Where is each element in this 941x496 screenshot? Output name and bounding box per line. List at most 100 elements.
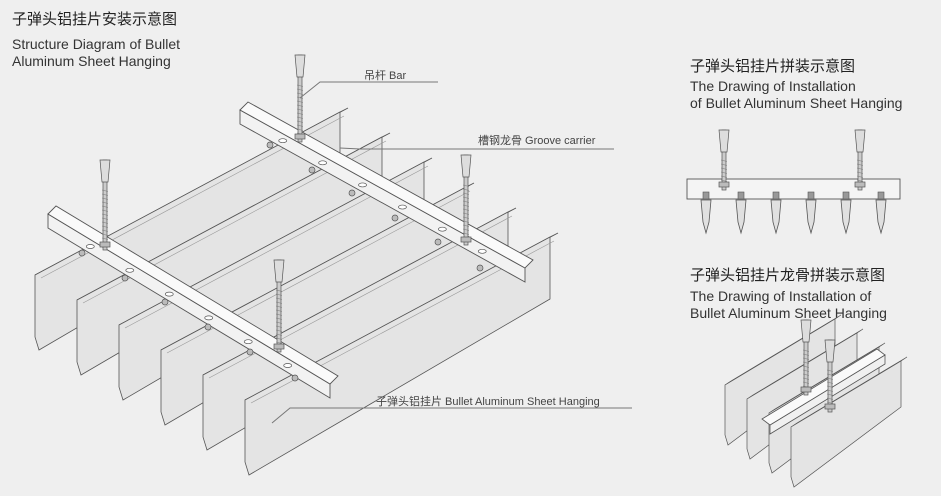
aluminum-sheet [790,356,908,488]
rod-thread [826,381,834,384]
clip-bolt [291,374,299,382]
rod-thread [856,179,864,182]
rod-thread [101,213,109,216]
rod-thread [720,171,728,174]
carrier-hole [164,291,174,297]
rod-thread [826,401,834,404]
rod-thread [296,108,304,111]
carrier-hole [358,182,367,188]
top-right-title-en-2: of Bullet Aluminum Sheet Hanging [690,95,903,111]
rod-nut [854,181,866,188]
main-structure-diagram [34,54,559,476]
rod-thread [275,329,283,332]
carrier-hole [204,315,214,321]
rod-thread [462,212,470,215]
rod-thread [296,88,304,91]
clip-bolt [266,141,274,149]
label-sheet: 子弹头铝挂片 Bullet Aluminum Sheet Hanging [376,396,600,408]
rod-nut [824,403,836,410]
rod-thread [296,128,304,131]
rod-thread [826,369,834,372]
rod-head [294,54,306,78]
carrier-hole [398,204,407,210]
bottom-right-title-cn: 子弹头铝挂片龙骨拼装示意图 [690,267,886,284]
sheet-clip [842,191,850,200]
clip-bolt [308,166,316,174]
bullet-sheet [875,191,887,235]
rod-thread [462,188,470,191]
rod-thread [296,124,304,127]
rod-thread [101,229,109,232]
rod-thread [826,385,834,388]
main-title-en-1: Structure Diagram of Bullet [12,36,181,52]
rod-thread [720,163,728,166]
rod-thread [101,209,109,212]
rod-thread [802,365,810,368]
clip-bolt [348,189,356,197]
carrier-hole [85,244,95,249]
rod-thread [275,301,283,304]
rod-head [99,159,111,183]
hanging-rod [824,339,836,413]
bullet-sheet [840,191,852,235]
hanging-rod [800,319,812,396]
rod-thread [802,353,810,356]
rod-thread [802,357,810,360]
clip-bolt [204,323,212,331]
rod-thread [856,167,864,170]
rod-thread [462,208,470,211]
rod-thread [275,305,283,308]
bottom-right-carrier-assembly-diagram [724,314,908,488]
rod-thread [826,377,834,380]
rod-thread [101,217,109,220]
clip-bolt [78,249,86,257]
rod-thread [296,112,304,115]
rod-thread [802,373,810,376]
rod-thread [462,220,470,223]
rod-thread [101,225,109,228]
sheet-clip [807,191,815,200]
rod-thread [296,92,304,95]
rod-nut [273,343,285,350]
carrier-hole [477,248,487,254]
sheet-profile [875,199,887,235]
clip-bolt [476,264,484,272]
rod-thread [275,317,283,320]
groove-carrier [239,101,534,283]
rod-head [718,129,730,153]
rod-nut [800,386,812,393]
rod-thread [856,163,864,166]
rod-thread [296,84,304,87]
rod-thread [462,216,470,219]
rod-thread [101,237,109,240]
bottom-right-title-en-1: The Drawing of Installation of [690,288,872,304]
clip-bolt [121,274,129,282]
rod-head [460,154,472,178]
sheet-clip [772,191,780,200]
top-right-title-cn: 子弹头铝挂片拼装示意图 [690,58,856,75]
rod-thread [275,313,283,316]
rod-thread [296,100,304,103]
rod-thread [462,200,470,203]
rod-thread [802,361,810,364]
hanging-rod [294,54,306,143]
rod-head [824,339,836,363]
rod-thread [101,205,109,208]
bullet-sheet [805,191,817,235]
rod-thread [720,179,728,182]
carrier-hole [318,160,327,166]
rod-thread [101,197,109,200]
carrier-top [47,205,339,385]
carrier-top [761,348,886,426]
rod-thread [720,167,728,170]
rod-head [273,259,285,283]
rod-nut [99,241,111,248]
sheet-clip [702,191,710,200]
rod-thread [275,321,283,324]
rod-thread [826,389,834,392]
rod-thread [275,325,283,328]
rod-thread [101,189,109,192]
rod-thread [856,159,864,162]
rod-thread [826,373,834,376]
